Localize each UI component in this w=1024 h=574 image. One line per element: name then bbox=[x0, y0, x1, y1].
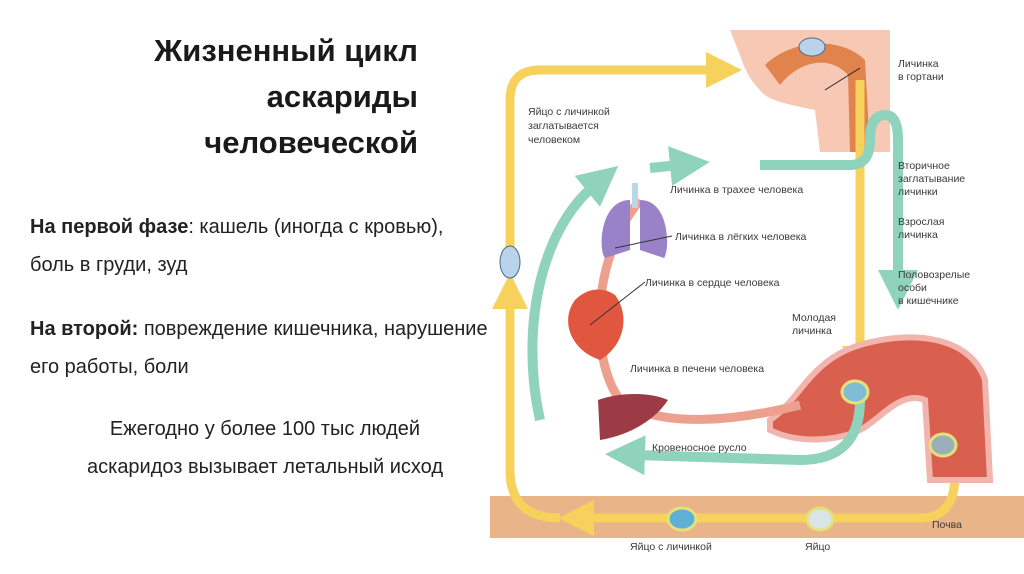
label-swallowed: заглатывается bbox=[528, 120, 599, 132]
yellow-path-soil bbox=[558, 474, 960, 536]
title-line: аскариды bbox=[266, 79, 418, 114]
title-line: человеческой bbox=[204, 125, 418, 160]
trachea-icon bbox=[632, 183, 638, 208]
label-larynx: в гортани bbox=[898, 71, 944, 83]
label-adult-larva: Взрослая bbox=[898, 216, 944, 228]
fact-line: Ежегодно у более 100 тыс людей bbox=[109, 418, 421, 440]
phase2-paragraph: На второй: повреждение кишечника, наруше… bbox=[30, 310, 500, 386]
teal-path-up bbox=[527, 165, 619, 422]
pointer-line bbox=[824, 67, 861, 91]
label-lungs: Личинка в лёгких человека bbox=[675, 231, 807, 243]
teal-path-trachea bbox=[649, 146, 710, 186]
egg-icon bbox=[928, 432, 958, 458]
label-egg-larva: Яйцо с личинкой bbox=[630, 541, 712, 553]
yellow-path-return bbox=[492, 273, 561, 523]
slide-title: Жизненный цикл аскариды человеческой bbox=[154, 28, 418, 166]
heart-icon bbox=[568, 289, 624, 360]
label-swallowed: человеком bbox=[528, 134, 580, 146]
phase1-label: На первой фазе bbox=[30, 216, 189, 238]
teal-path-swallow bbox=[760, 109, 918, 310]
yellow-path-up bbox=[505, 52, 742, 250]
egg-icon bbox=[805, 506, 835, 532]
phase2-label: На второй: bbox=[30, 318, 139, 340]
egg-icon bbox=[666, 506, 698, 532]
fact-paragraph: Ежегодно у более 100 тыс людей аскаридоз … bbox=[30, 410, 500, 486]
label-secondary: Вторичное bbox=[898, 160, 950, 172]
fact-line: аскаридоз вызывает летальный исход bbox=[87, 456, 443, 478]
egg-icon bbox=[499, 245, 521, 279]
label-heart: Личинка в сердце человека bbox=[645, 277, 780, 289]
airway bbox=[765, 43, 870, 152]
label-egg: Яйцо bbox=[805, 541, 830, 553]
label-secondary: личинки bbox=[898, 186, 938, 198]
label-swallowed: Яйцо с личинкой bbox=[528, 106, 610, 118]
lungs-icon bbox=[601, 200, 668, 258]
pointer-line bbox=[614, 235, 673, 249]
label-larynx: Личинка bbox=[898, 58, 939, 70]
label-adult-larva: личинка bbox=[898, 229, 938, 241]
egg-icon bbox=[840, 379, 870, 405]
label-young: Молодая bbox=[792, 312, 836, 324]
phase1-text: : кашель (иногда с кровью), боль в груди… bbox=[30, 216, 444, 276]
pointer-line bbox=[589, 281, 646, 326]
title-line: Жизненный цикл bbox=[154, 33, 418, 68]
label-young: личинка bbox=[792, 325, 832, 337]
label-mature: в кишечнике bbox=[898, 295, 959, 307]
label-liver: Личинка в печени человека bbox=[630, 363, 764, 375]
phase2-text: повреждение кишечника, нарушение его раб… bbox=[30, 318, 488, 378]
label-mature: Половозрелые bbox=[898, 269, 970, 281]
phase1-paragraph: На первой фазе: кашель (иногда с кровью)… bbox=[30, 208, 490, 284]
egg-icon bbox=[798, 37, 826, 57]
teal-path-blood bbox=[605, 399, 865, 476]
label-blood: Кровеносное русло bbox=[652, 442, 747, 454]
label-secondary: заглатывание bbox=[898, 173, 965, 185]
label-mature: особи bbox=[898, 282, 927, 294]
label-soil: Почва bbox=[932, 519, 962, 531]
label-trachea: Личинка в трахее человека bbox=[670, 184, 803, 196]
liver-icon bbox=[598, 394, 668, 440]
